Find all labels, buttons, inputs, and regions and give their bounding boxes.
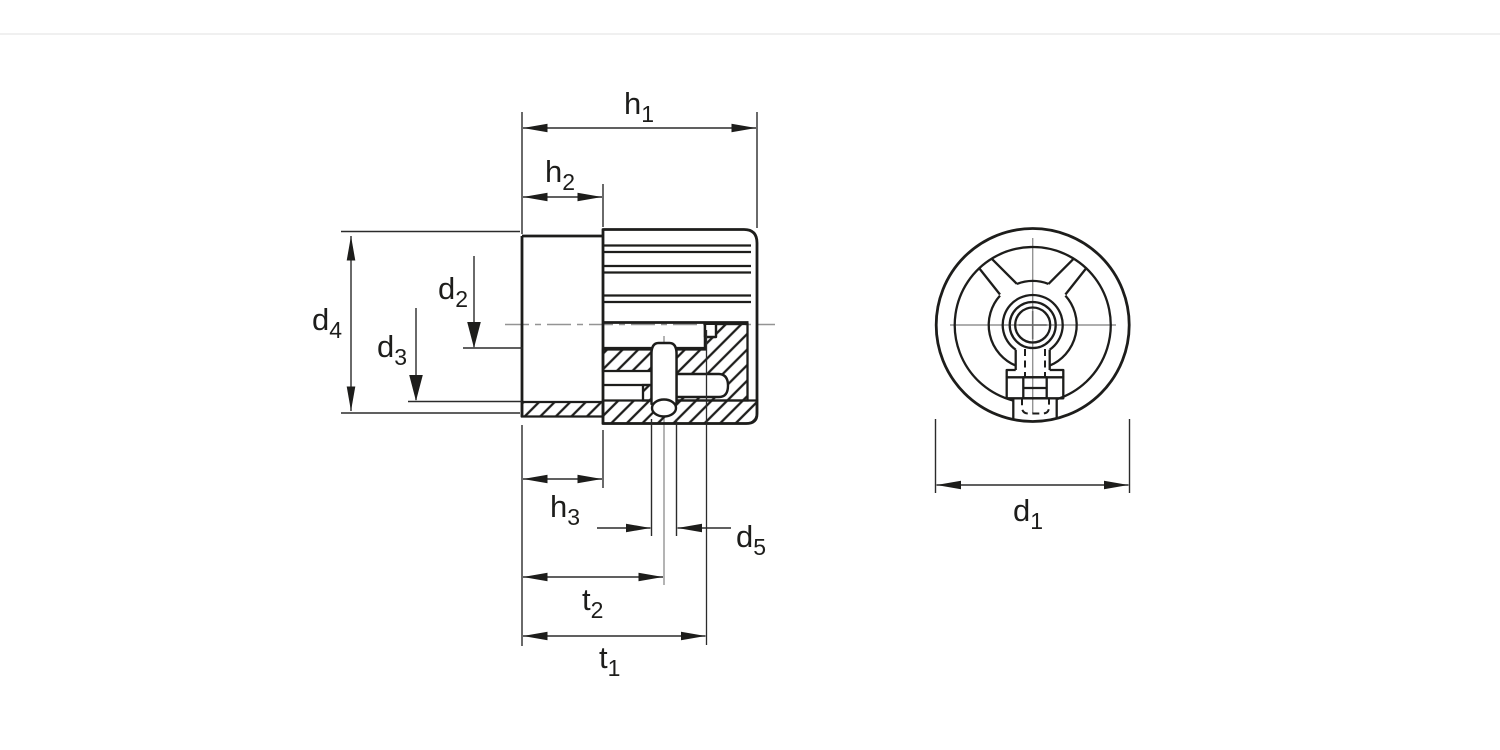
cavity-pocket bbox=[675, 372, 730, 399]
front-rim-circle bbox=[953, 245, 1112, 402]
dim-label-t1: t1 bbox=[599, 640, 620, 681]
spoke-slot-edges bbox=[978, 257, 1088, 296]
hidden-screw-hole bbox=[1021, 349, 1050, 415]
section-labels: h1 h2 d2 d3 d4 h3 d5 t2 t1 bbox=[312, 86, 766, 681]
insert-step-hatch bbox=[641, 383, 653, 402]
front-outer-circle bbox=[934, 227, 1131, 423]
front-labels: d1 bbox=[1013, 493, 1043, 534]
spoke-channel-arc-top bbox=[1016, 279, 1049, 285]
bottom-shell-hatch bbox=[601, 399, 759, 425]
section-view: h1 h2 d2 d3 d4 h3 d5 t2 t1 bbox=[312, 86, 775, 681]
dim-label-h2: h2 bbox=[545, 154, 575, 195]
dim-label-d1: d1 bbox=[1013, 493, 1043, 534]
hub-outline bbox=[520, 234, 603, 417]
dim-label-h1: h1 bbox=[624, 86, 654, 127]
screw-hole-opening bbox=[650, 398, 678, 418]
dim-label-t2: t2 bbox=[582, 582, 603, 623]
bore-pilot-step bbox=[703, 322, 718, 339]
set-screw-hole bbox=[650, 341, 678, 406]
dim-label-d4: d4 bbox=[312, 302, 342, 343]
hub-center-cross bbox=[1018, 311, 1047, 339]
hub-wall-hatch bbox=[520, 400, 605, 418]
front-dimensions bbox=[934, 419, 1131, 493]
front-part-geometry bbox=[934, 227, 1131, 423]
screw-boss bbox=[1005, 349, 1065, 420]
front-view: d1 bbox=[934, 227, 1131, 534]
dim-label-h3: h3 bbox=[550, 489, 580, 530]
insert-hatch-left bbox=[601, 348, 653, 373]
boss-tab-right bbox=[1049, 368, 1065, 378]
front-hub-boss-circle bbox=[1001, 293, 1064, 351]
section-part-geometry bbox=[520, 228, 759, 425]
section-dimensions bbox=[341, 112, 758, 646]
front-bore-circle bbox=[1008, 300, 1057, 350]
dim-label-d2: d2 bbox=[438, 271, 468, 312]
dim-label-d5: d5 bbox=[736, 519, 766, 560]
knurl-rib-lines bbox=[604, 244, 751, 304]
spoke-channel-arc-left bbox=[987, 294, 1017, 367]
boss-tab-left bbox=[1005, 368, 1016, 378]
spoke-channel-arc-right bbox=[1049, 294, 1078, 367]
dim-label-d3: d3 bbox=[377, 329, 407, 370]
front-bore-chamfer-circle bbox=[1014, 306, 1052, 344]
